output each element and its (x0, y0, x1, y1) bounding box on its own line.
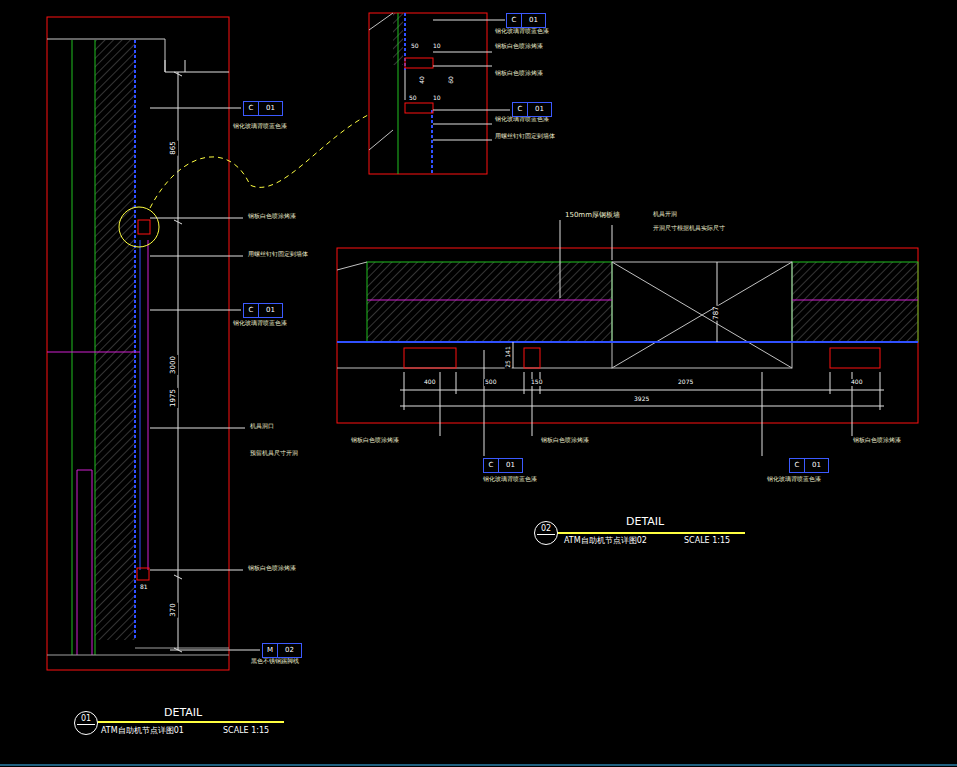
dimension: 3925 (633, 396, 650, 403)
tag-code: M (263, 644, 278, 657)
detail-number-circle: 01 (74, 711, 98, 735)
frame (47, 17, 229, 670)
dimension: 865 (170, 140, 178, 155)
annotation: 钢板白色喷涂烤漆 (852, 437, 902, 444)
dimension: 50 (410, 43, 420, 50)
annotation: DETAIL (163, 707, 203, 719)
dimension: 10 (432, 43, 442, 50)
tag-code: C (484, 459, 499, 472)
tag-number: 01 (528, 103, 551, 116)
dimension: 787 (713, 305, 721, 320)
tag-number: 01 (522, 14, 545, 27)
annotation: 钢板白色喷涂烤漆 (494, 43, 544, 50)
dimension: 1975 (170, 388, 178, 408)
dimension: 10 (432, 95, 442, 102)
annotation: 机具开洞 (652, 211, 678, 218)
annotation: 钢板白色喷涂烤漆 (247, 213, 297, 220)
material-tag: C01 (243, 101, 283, 116)
tag-code: C (790, 459, 805, 472)
material-tag: C01 (506, 13, 546, 28)
tag-number: 01 (499, 459, 522, 472)
dimension: 150 (530, 379, 543, 386)
material-tag: C01 (789, 458, 829, 473)
tag-code: C (507, 14, 522, 27)
detail-number-circle: 02 (534, 521, 558, 545)
dimension: 370 (170, 602, 178, 617)
annotation: 预留机具尺寸开洞 (249, 450, 299, 457)
annotation: 钢板白色喷涂烤漆 (540, 437, 590, 444)
annotation: 钢化玻璃背喷蓝色漆 (494, 28, 550, 35)
material-tag: M02 (262, 643, 302, 658)
dimension: 2075 (677, 379, 694, 386)
annotation: 钢板白色喷涂烤漆 (350, 437, 400, 444)
annotation: SCALE 1:15 (683, 537, 731, 546)
dimension: 3000 (170, 355, 178, 375)
annotation: ATM自助机节点详图01 (100, 727, 185, 736)
tag-code: C (513, 103, 528, 116)
dimension: 25 (505, 359, 512, 369)
tag-number: 01 (805, 459, 828, 472)
dimension: 400 (423, 379, 436, 386)
annotation: ATM自助机节点详图02 (563, 537, 648, 546)
wall-hatch (95, 40, 135, 640)
dimension: 500 (484, 379, 497, 386)
annotation: 钢板白色喷涂烤漆 (247, 565, 297, 572)
annotation: 机具洞口 (249, 423, 275, 430)
annotation: 钢化玻璃背喷蓝色漆 (482, 476, 538, 483)
dimension: 81 (139, 584, 149, 591)
annotation: 黑色不锈钢踢脚线 (250, 658, 300, 665)
material-tag: C01 (483, 458, 523, 473)
annotation: 开洞尺寸根据机具实际尺寸 (652, 225, 726, 232)
dimension: 400 (850, 379, 863, 386)
material-tag: C01 (512, 102, 552, 117)
annotation: 用螺丝钉钉固定到墙体 (247, 251, 309, 258)
circle-divider (537, 534, 555, 535)
annotation: 钢化玻璃背喷蓝色漆 (766, 476, 822, 483)
dimension: 141 (505, 345, 512, 358)
dimension: 60 (448, 75, 455, 85)
annotation: 150mm厚钢板墙 (564, 212, 621, 220)
tag-code: C (244, 102, 259, 115)
detail-number: 02 (535, 523, 557, 534)
annotation: 钢化玻璃背喷蓝色漆 (232, 320, 288, 327)
annotation: 钢板白色喷涂烤漆 (494, 70, 544, 77)
annotation: DETAIL (625, 516, 665, 528)
tag-number: 02 (278, 644, 301, 657)
material-tag: C01 (243, 303, 283, 318)
tag-number: 01 (259, 304, 282, 317)
circle-divider (77, 724, 95, 725)
tag-code: C (244, 304, 259, 317)
dimension: 50 (408, 95, 418, 102)
tag-number: 01 (259, 102, 282, 115)
annotation: 用螺丝钉钉固定到墙体 (494, 133, 556, 140)
detail-number: 01 (75, 713, 97, 724)
annotation: 钢化玻璃背喷蓝色漆 (232, 123, 288, 130)
annotation: SCALE 1:15 (222, 727, 270, 736)
dimension: 40 (419, 75, 426, 85)
